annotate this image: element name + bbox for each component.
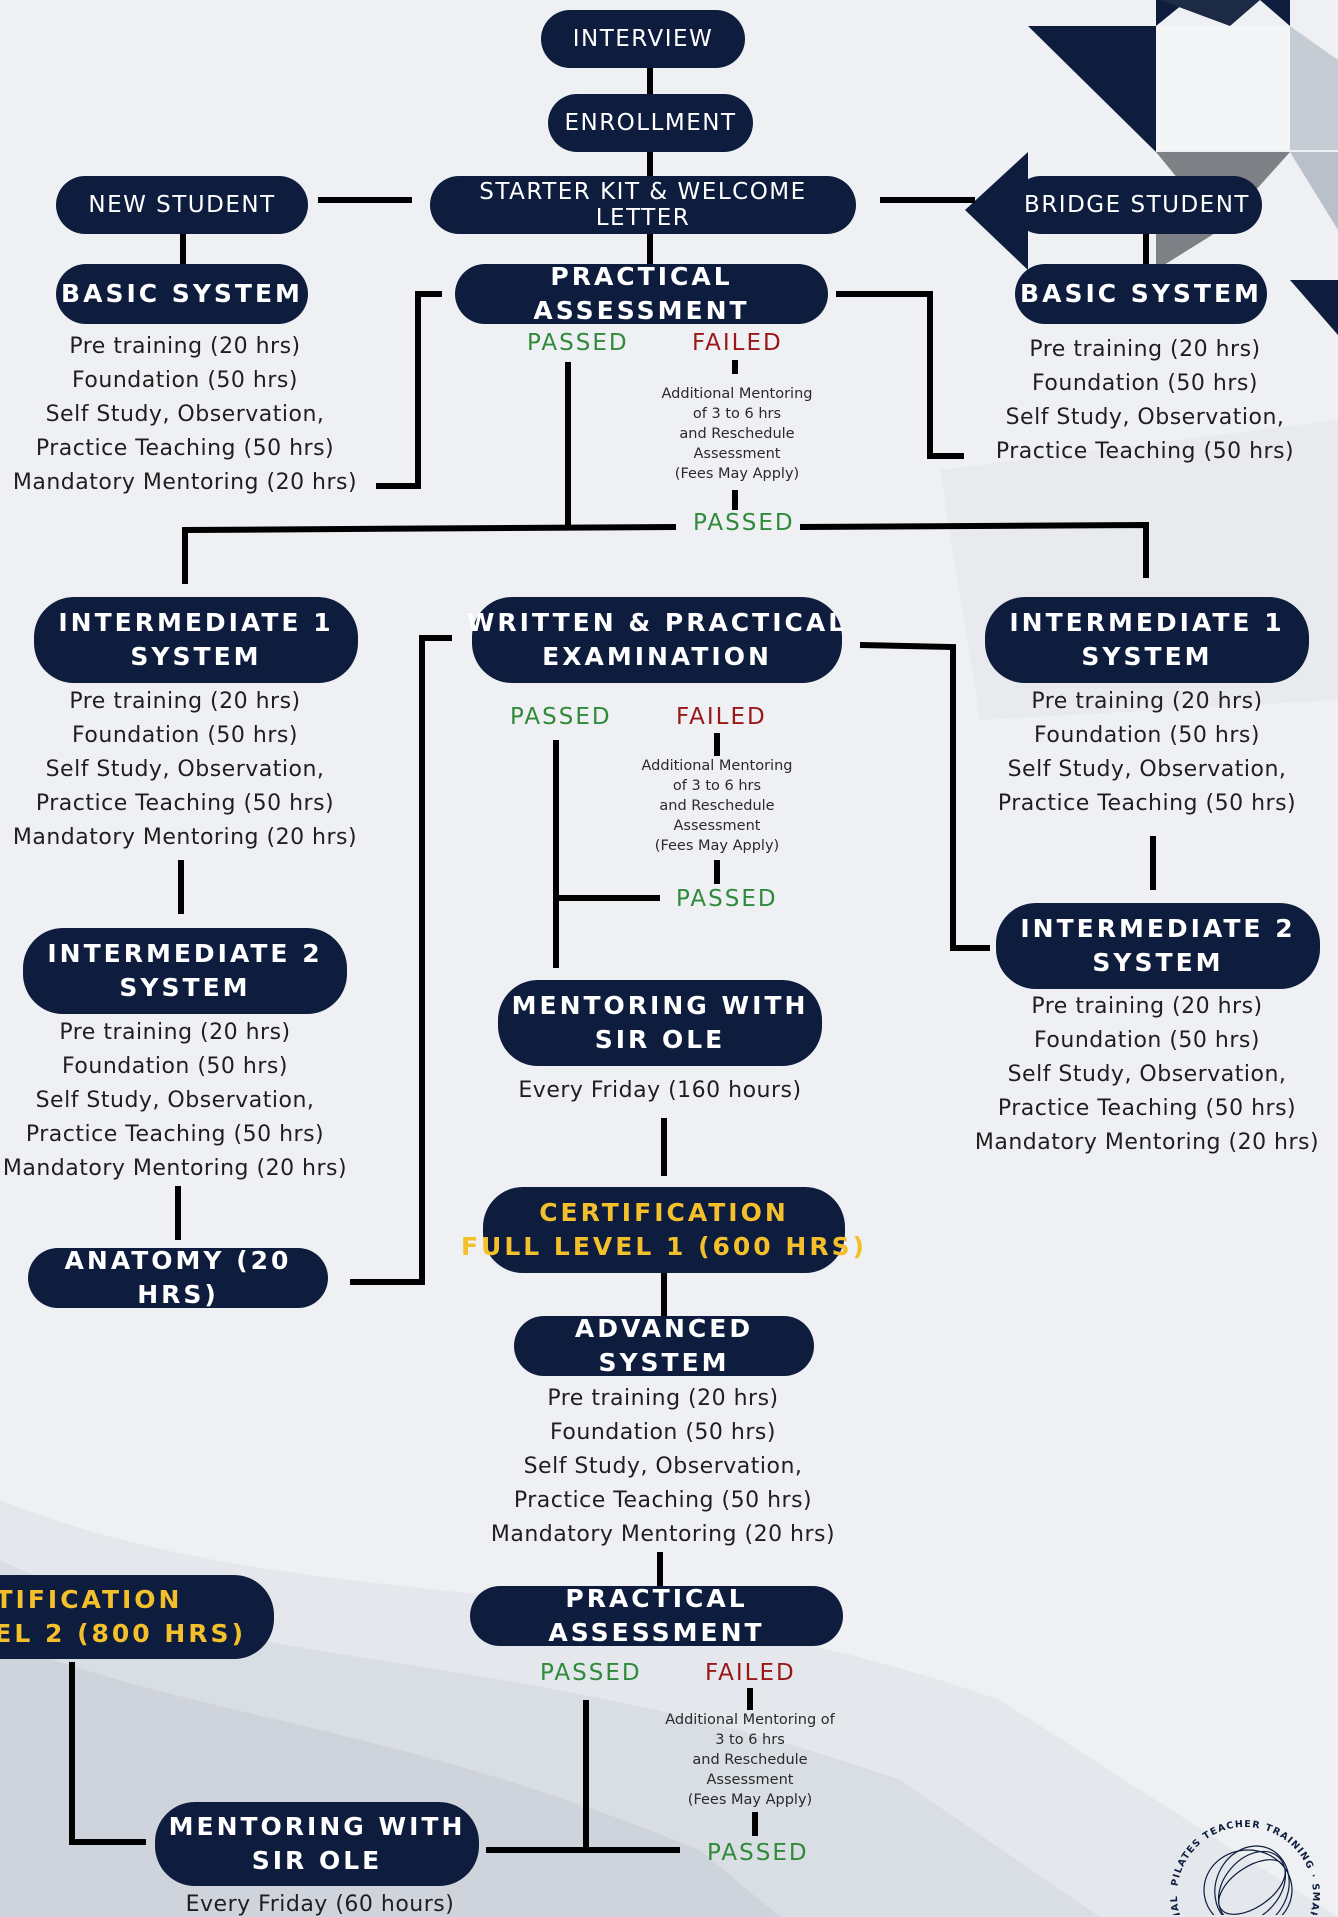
bridge-student-pill: BRIDGE STUDENT [1012, 176, 1262, 234]
left-intermediate-2-pill: INTERMEDIATE 2 SYSTEM [23, 928, 347, 1014]
left-int2-title: INTERMEDIATE 2 SYSTEM [47, 939, 323, 1002]
certification-level-1-pill: CERTIFICATION FULL LEVEL 1 (600 HRS) [461, 1187, 864, 1273]
bridge-student-label: BRIDGE STUDENT [1024, 192, 1250, 218]
navy-triangle [1028, 26, 1156, 152]
starter-kit-label: STARTER KIT & WELCOME LETTER [479, 179, 807, 231]
cert2-title: CERTIFICATION LEVEL 2 (800 HRS) [0, 1585, 246, 1648]
left-basic-items: Pre training (20 hrs) Foundation (50 hrs… [12, 334, 358, 495]
right-basic-system-pill: BASIC SYSTEM [1015, 264, 1267, 324]
cert1-title: CERTIFICATION FULL LEVEL 1 (600 HRS) [460, 1198, 868, 1261]
mentoring2-title: MENTORING WITH SIR OLE [168, 1812, 466, 1875]
new-student-label: NEW STUDENT [88, 192, 276, 218]
enrollment-pill: ENROLLMENT [548, 94, 753, 152]
starter-kit-pill: STARTER KIT & WELCOME LETTER [430, 176, 856, 234]
assessment1-passed-after: PASSED [693, 510, 795, 536]
assessment1-failed: FAILED [692, 330, 783, 356]
left-basic-title: BASIC SYSTEM [61, 279, 303, 308]
written-practical-exam-pill: WRITTEN & PRACTICAL EXAMINATION [467, 597, 844, 683]
mentoring1-note: Every Friday (160 hours) [518, 1078, 802, 1103]
mentoring-2-pill: MENTORING WITH SIR OLE [155, 1802, 479, 1886]
advanced-items: Pre training (20 hrs) Foundation (50 hrs… [490, 1386, 836, 1547]
right-int2-items: Pre training (20 hrs) Foundation (50 hrs… [974, 994, 1320, 1155]
assessment1-title: PRACTICAL ASSESSMENT [533, 262, 750, 325]
right-int1-items: Pre training (20 hrs) Foundation (50 hrs… [997, 689, 1297, 816]
left-int1-items: Pre training (20 hrs) Foundation (50 hrs… [12, 689, 358, 850]
advanced-system-pill: ADVANCED SYSTEM [514, 1314, 814, 1377]
exam-failed-note: Additional Mentoring of 3 to 6 hrs and R… [641, 758, 793, 854]
right-intermediate-1-pill: INTERMEDIATE 1 SYSTEM [985, 597, 1309, 683]
interview-pill: INTERVIEW [541, 10, 745, 68]
mentoring-1-pill: MENTORING WITH SIR OLE [498, 980, 822, 1066]
left-int2-items: Pre training (20 hrs) Foundation (50 hrs… [2, 1020, 348, 1181]
right-basic-items: Pre training (20 hrs) Foundation (50 hrs… [995, 337, 1295, 464]
right-basic-title: BASIC SYSTEM [1020, 279, 1262, 308]
left-basic-system-pill: BASIC SYSTEM [56, 264, 308, 324]
right-int1-title: INTERMEDIATE 1 SYSTEM [1009, 608, 1285, 671]
mentoring1-title: MENTORING WITH SIR OLE [511, 991, 809, 1054]
right-int2-title: INTERMEDIATE 2 SYSTEM [1020, 914, 1296, 977]
exam-title: WRITTEN & PRACTICAL EXAMINATION [466, 608, 848, 671]
left-intermediate-1-pill: INTERMEDIATE 1 SYSTEM [34, 597, 358, 683]
advanced-title: ADVANCED SYSTEM [574, 1314, 754, 1377]
anatomy-title: ANATOMY (20 HRS) [64, 1246, 292, 1309]
left-int1-title: INTERMEDIATE 1 SYSTEM [58, 608, 334, 671]
practical-assessment-pill: PRACTICAL ASSESSMENT [455, 262, 828, 325]
assessment1-failed-note: Additional Mentoring of 3 to 6 hrs and R… [661, 386, 813, 482]
enrollment-label: ENROLLMENT [564, 110, 737, 136]
mentoring2-note: Every Friday (60 hours) [185, 1892, 455, 1917]
certification-level-2-pill: CERTIFICATION LEVEL 2 (800 HRS) [0, 1575, 274, 1659]
interview-label: INTERVIEW [572, 26, 714, 52]
assessment2-failed: FAILED [705, 1660, 796, 1686]
assessment2-passed-after: PASSED [707, 1840, 809, 1866]
exam-failed: FAILED [676, 704, 767, 730]
assessment2-title: PRACTICAL ASSESSMENT [548, 1584, 765, 1647]
new-student-pill: NEW STUDENT [56, 176, 308, 234]
svg-text:PILATES TEACHER TRAINING · SMA: PILATES TEACHER TRAINING · SMART MOVEMEN… [1160, 1765, 1321, 1915]
pilates-logo: PILATES TEACHER TRAINING · SMART MOVEMEN… [1160, 1765, 1321, 1915]
exam-passed: PASSED [510, 704, 612, 730]
assessment1-passed: PASSED [527, 330, 629, 356]
assessment2-passed: PASSED [540, 1660, 642, 1686]
practical-assessment-2-pill: PRACTICAL ASSESSMENT [470, 1584, 843, 1647]
exam-passed-after: PASSED [676, 886, 778, 912]
anatomy-pill: ANATOMY (20 HRS) [28, 1246, 328, 1309]
assessment2-failed-note: Additional Mentoring of 3 to 6 hrs and R… [665, 1712, 835, 1808]
right-intermediate-2-pill: INTERMEDIATE 2 SYSTEM [996, 903, 1320, 989]
